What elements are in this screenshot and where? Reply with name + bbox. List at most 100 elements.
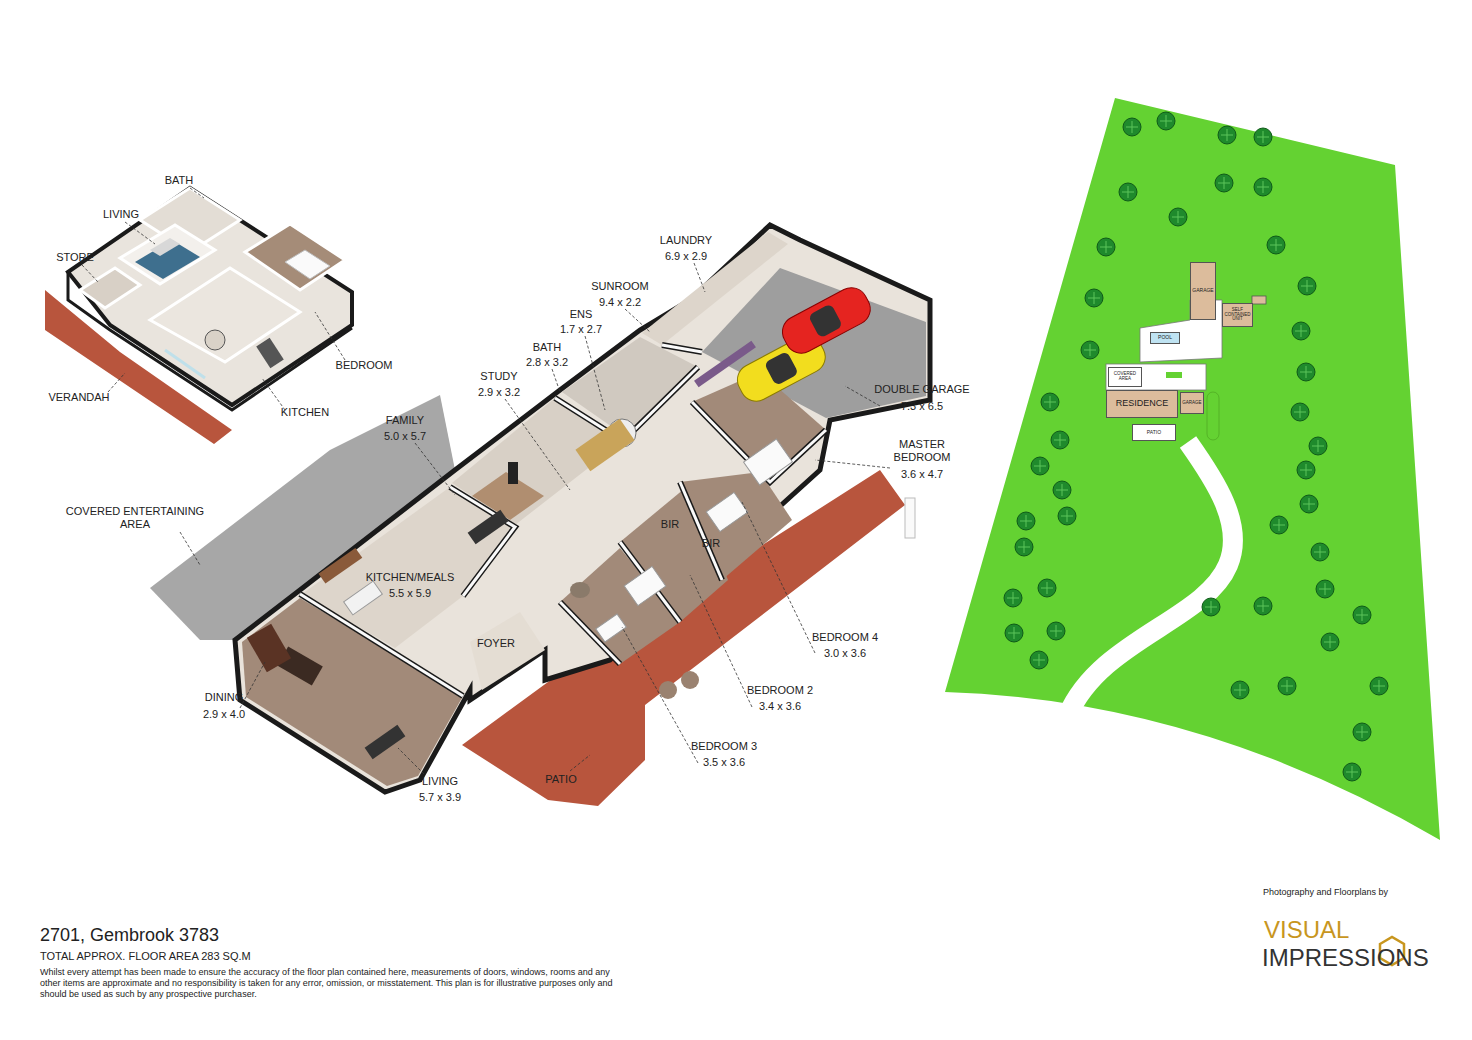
plan-shape — [1068, 442, 1233, 715]
room-label: LAUNDRY — [660, 234, 712, 247]
plan-shape — [150, 268, 300, 362]
tree-symbol — [1044, 396, 1056, 408]
tree-symbol — [1270, 239, 1282, 251]
plan-shape — [680, 482, 722, 580]
tree-symbol — [1319, 583, 1331, 595]
tree-symbol — [1202, 598, 1220, 616]
plan-shape — [125, 222, 155, 244]
room-label: KITCHEN — [281, 406, 329, 419]
tree-symbol — [1123, 118, 1141, 136]
plan-shape — [450, 487, 515, 596]
plan-shape — [180, 532, 200, 565]
plan-shape — [256, 338, 284, 369]
plan-shape — [165, 350, 205, 378]
site-building: SELF CONTAINED UNIT — [1222, 303, 1253, 327]
tree-symbol — [1004, 589, 1022, 607]
tree-symbol — [1356, 609, 1368, 621]
tree-symbol — [1215, 174, 1233, 192]
plan-shape — [596, 614, 626, 642]
tree-symbol — [1034, 460, 1046, 472]
plan-shape — [625, 309, 650, 332]
room-label: BATH — [533, 341, 562, 354]
plan-shape — [68, 188, 352, 405]
plan-shape — [285, 250, 330, 279]
tree-symbol — [1221, 129, 1233, 141]
building-label: SELF CONTAINED UNIT — [1223, 308, 1252, 323]
plan-shape — [662, 345, 702, 352]
room-label: BIR — [702, 537, 720, 550]
tree-symbol — [1122, 186, 1134, 198]
plan-shape — [235, 225, 930, 792]
tree-symbol — [1007, 592, 1019, 604]
tree-symbol — [1033, 654, 1045, 666]
tree-symbol — [1169, 208, 1187, 226]
tree-symbol — [1295, 325, 1307, 337]
plan-shape — [150, 238, 180, 256]
room-label: MASTER BEDROOM — [882, 438, 962, 464]
plan-shape — [815, 460, 890, 468]
plan-title: 2701, Gembrook 3783 — [40, 925, 219, 946]
room-dimension: 5.7 x 3.9 — [419, 791, 461, 804]
plan-shape — [247, 624, 291, 673]
tree-symbol — [1085, 289, 1103, 307]
plan-shape — [108, 373, 125, 392]
tree-symbol — [1257, 131, 1269, 143]
tree-symbol — [1126, 121, 1138, 133]
room-dimension: 1.7 x 2.7 — [560, 323, 602, 336]
tree-symbol — [1100, 241, 1112, 253]
tree-symbol — [1353, 606, 1371, 624]
plan-shape — [80, 268, 140, 308]
tree-symbol — [1041, 393, 1059, 411]
room-label: BEDROOM 4 — [812, 631, 878, 644]
room-label: BEDROOM 3 — [691, 740, 757, 753]
tree-symbol — [1218, 177, 1230, 189]
tree-symbol — [1008, 627, 1020, 639]
tree-symbol — [1301, 280, 1313, 292]
plan-shape — [415, 443, 455, 495]
plan-shape — [622, 627, 698, 763]
tree-symbol — [1056, 484, 1068, 496]
tree-symbol — [1346, 766, 1358, 778]
plan-shape — [694, 263, 705, 292]
tree-symbol — [1081, 341, 1099, 359]
tree-symbol — [1047, 622, 1065, 640]
building-label: GARAGE — [1182, 401, 1201, 406]
plan-shape — [262, 378, 285, 410]
plan-shape — [742, 502, 815, 653]
tree-symbol — [1254, 597, 1272, 615]
plan-shape — [585, 336, 605, 410]
tree-symbol — [1088, 292, 1100, 304]
plan-shape — [1252, 296, 1266, 304]
tree-symbol — [1017, 512, 1035, 530]
plan-shape — [690, 575, 752, 707]
tree-symbol — [1172, 211, 1184, 223]
floor-area-caption: TOTAL APPROX. FLOOR AREA 283 SQ.M — [40, 950, 251, 963]
plan-shape — [344, 581, 383, 615]
tree-symbol — [1321, 633, 1339, 651]
plan-shape — [245, 224, 345, 290]
tree-symbol — [1311, 543, 1329, 561]
site-building: RESIDENCE — [1106, 390, 1178, 418]
tree-symbol — [1314, 546, 1326, 558]
tree-symbol — [1005, 624, 1023, 642]
room-label: FAMILY — [386, 414, 424, 427]
plan-shape — [570, 755, 590, 771]
tree-symbol — [1038, 579, 1056, 597]
tree-symbol — [1309, 437, 1327, 455]
tree-symbol — [1312, 440, 1324, 452]
plan-shape — [468, 510, 509, 544]
tree-symbol — [1218, 126, 1236, 144]
tree-symbol — [1281, 680, 1293, 692]
plan-shape — [450, 487, 515, 596]
plan-shape — [315, 312, 345, 360]
tree-symbol — [1270, 516, 1288, 534]
tree-symbol — [1303, 498, 1315, 510]
tree-symbol — [1257, 181, 1269, 193]
plan-shape — [620, 542, 680, 622]
plan-shape — [365, 725, 406, 759]
tree-symbol — [1343, 763, 1361, 781]
logo-text: VISUAL — [1264, 917, 1349, 943]
plan-shape — [300, 594, 463, 696]
site-building: PATIO — [1132, 424, 1176, 441]
